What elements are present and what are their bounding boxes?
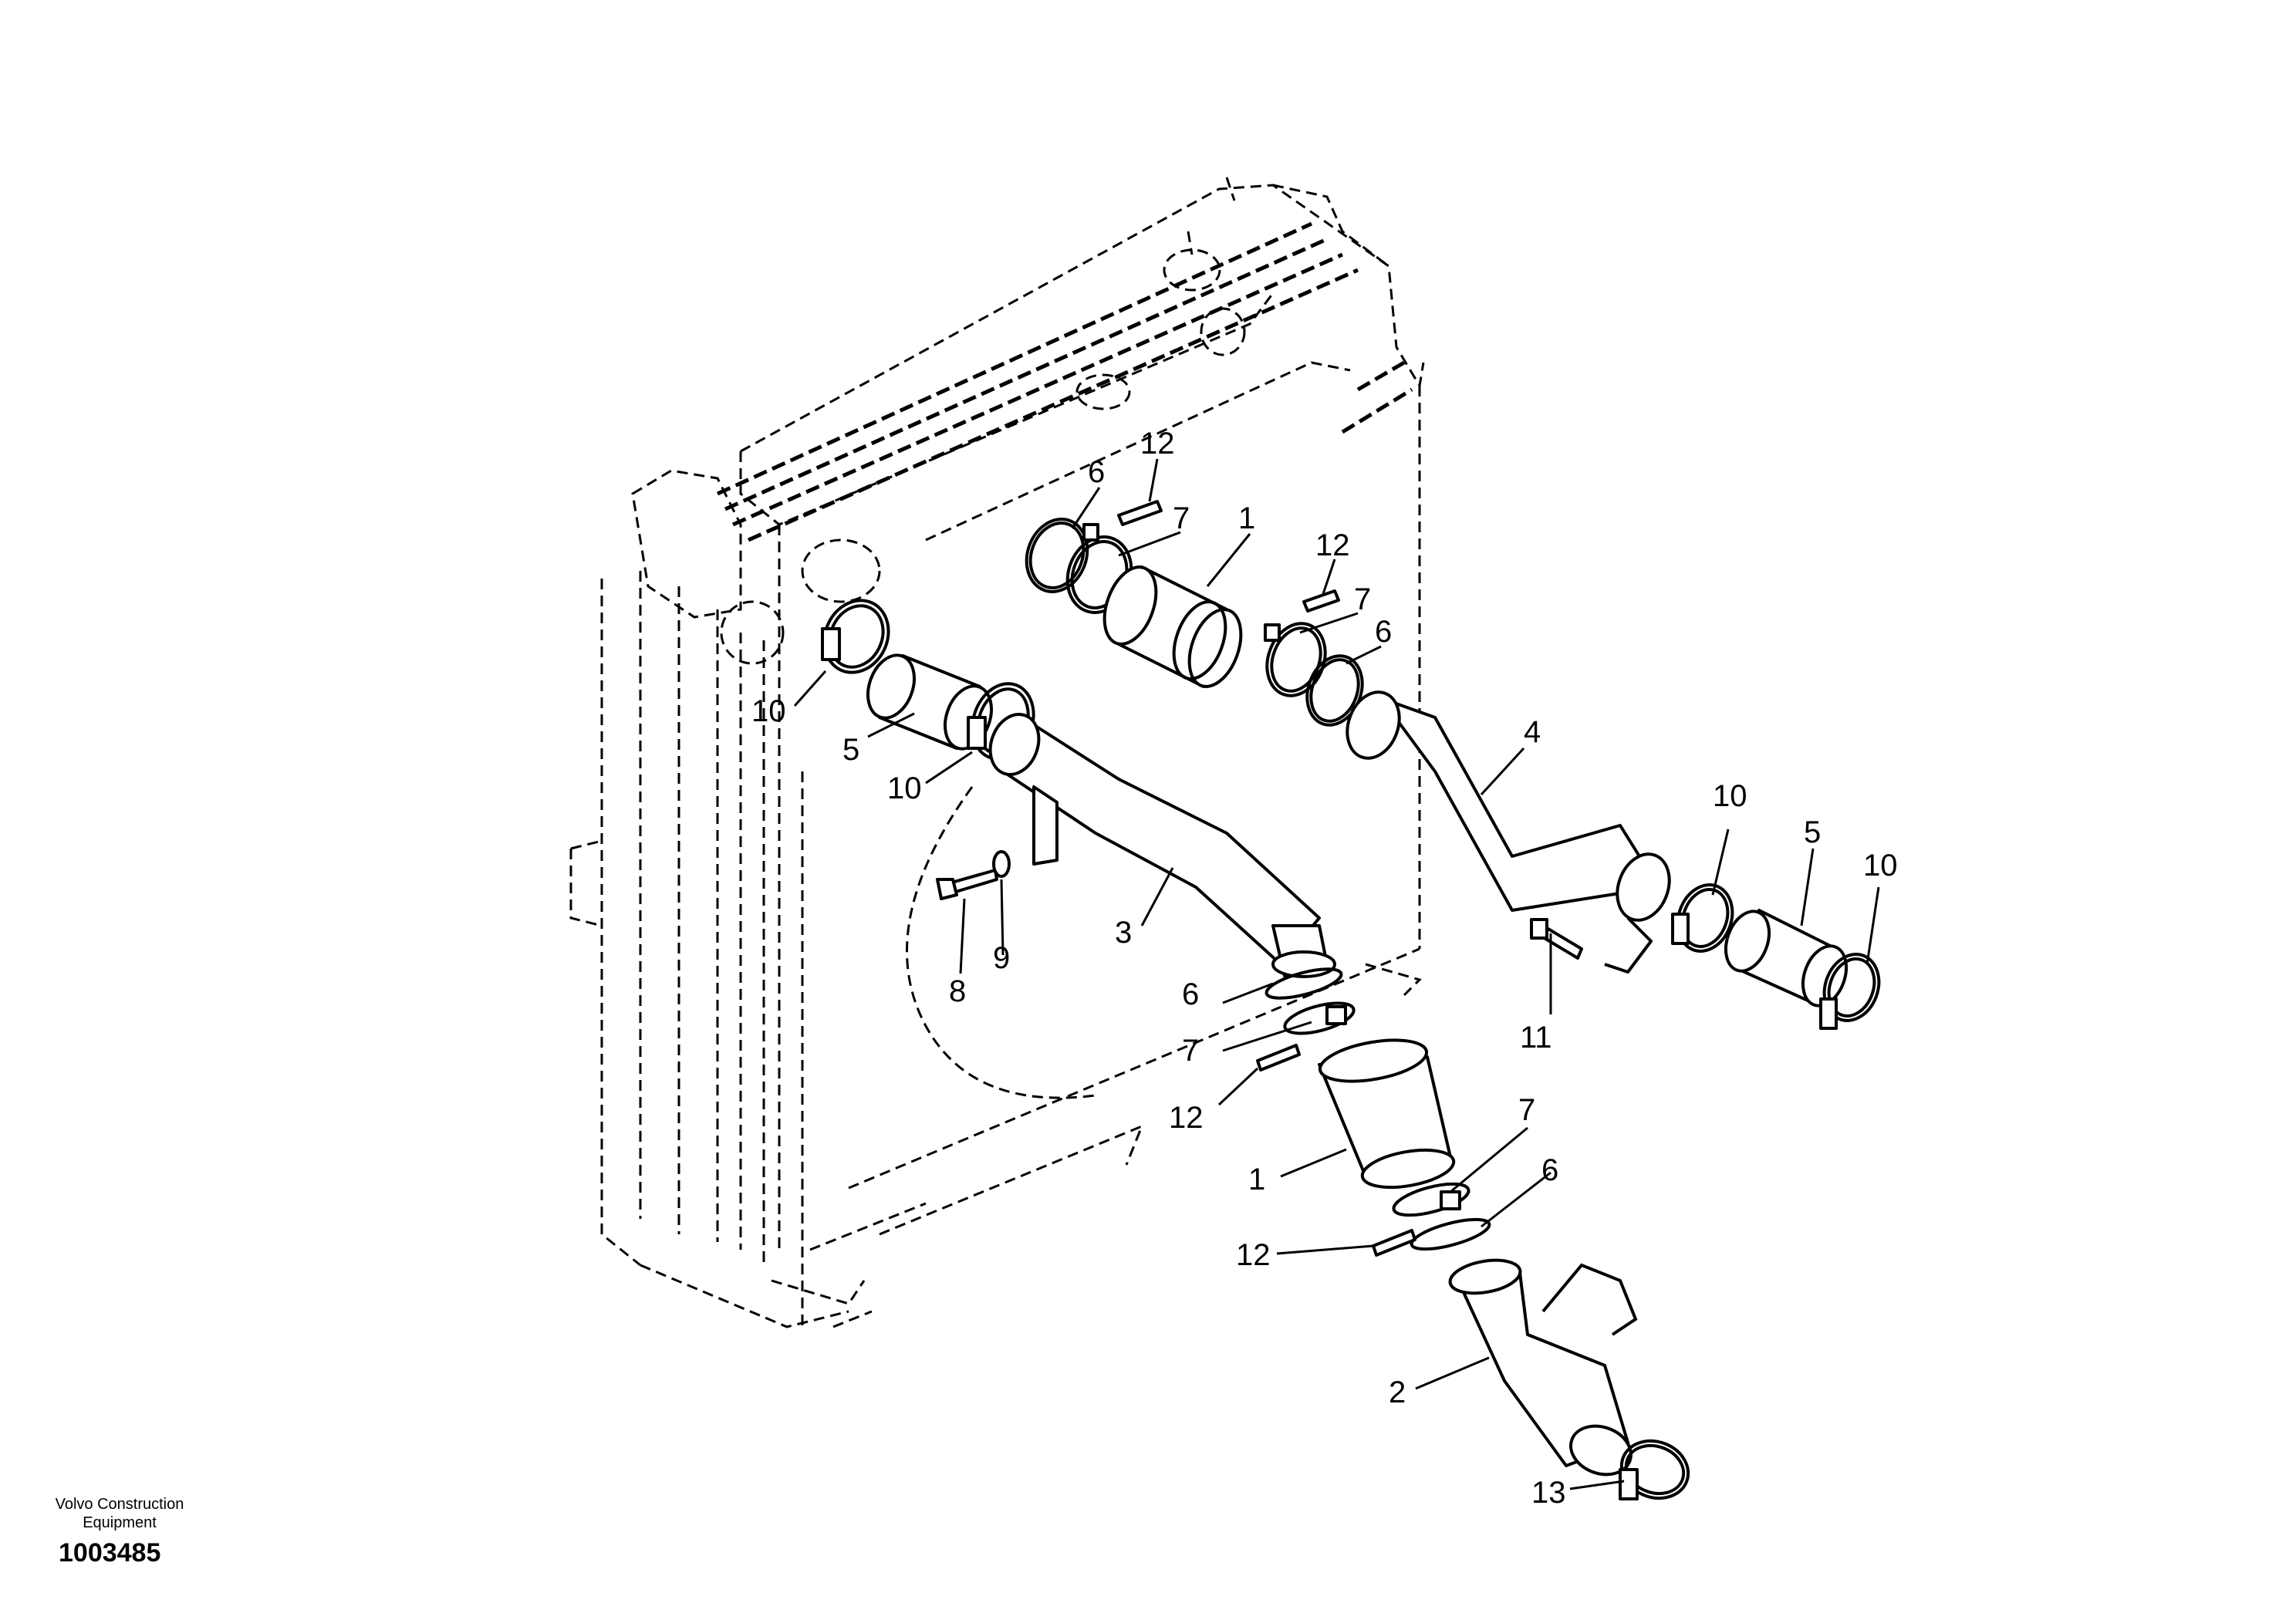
bolt-8 xyxy=(936,869,998,900)
callout-7-upper: 7 xyxy=(1173,501,1190,535)
callout-13: 13 xyxy=(1531,1476,1566,1510)
callout-5-left: 5 xyxy=(842,733,859,767)
pipe-3 xyxy=(988,713,1336,978)
pipe-2 xyxy=(1448,1258,1638,1477)
callout-7-mid: 7 xyxy=(1182,1034,1199,1068)
callout-1-mid: 1 xyxy=(1248,1163,1265,1196)
callout-6-upper: 6 xyxy=(1088,455,1105,489)
callout-9: 9 xyxy=(993,941,1010,975)
bolt-right-12 xyxy=(1302,589,1340,613)
callout-1-upper: 1 xyxy=(1238,501,1255,535)
callout-8: 8 xyxy=(949,974,966,1008)
callout-11: 11 xyxy=(1520,1021,1552,1055)
clamp-right-10-a xyxy=(1671,883,1734,953)
clamp-mid-7 xyxy=(1283,1001,1356,1035)
callout-12-lower: 12 xyxy=(1236,1238,1271,1272)
callout-6-lower: 6 xyxy=(1541,1153,1558,1187)
bolt-11 xyxy=(1530,918,1583,960)
document-number: 1003485 xyxy=(59,1538,161,1568)
hose-upper-1 xyxy=(1102,565,1243,688)
manufacturer-line-1: Volvo Construction xyxy=(55,1496,184,1513)
hose-clamp-upper-left xyxy=(821,599,890,674)
bolt-lower-12 xyxy=(1372,1229,1416,1257)
radiator-ghost-outline xyxy=(569,177,1425,1328)
callout-labels: 12 6 7 1 12 7 6 10 5 10 4 10 5 10 3 8 9 … xyxy=(751,427,1898,1510)
manufacturer-line-2: Equipment xyxy=(83,1514,157,1531)
hose-mid-1 xyxy=(1318,1038,1456,1190)
leader-lines xyxy=(793,458,1880,1490)
callout-2: 2 xyxy=(1389,1375,1406,1409)
clamp-right-10-b xyxy=(1819,953,1881,1030)
callout-3: 3 xyxy=(1115,916,1132,950)
o-ring-lower-6 xyxy=(1410,1217,1491,1251)
callout-10-left-a: 10 xyxy=(751,694,786,728)
callout-6-right: 6 xyxy=(1375,615,1392,649)
pipe-4 xyxy=(1346,690,1671,974)
washer-9 xyxy=(992,850,1011,878)
callout-10-left-b: 10 xyxy=(887,771,922,805)
callout-12-upper: 12 xyxy=(1140,427,1175,461)
callout-12-mid: 12 xyxy=(1169,1101,1204,1135)
callout-4: 4 xyxy=(1524,715,1541,749)
o-ring-mid-6 xyxy=(1264,967,1343,1000)
callout-12-right: 12 xyxy=(1315,528,1350,562)
hose-upper-left-5 xyxy=(866,653,993,751)
o-ring-upper-6 xyxy=(1025,518,1089,593)
callout-5-right: 5 xyxy=(1804,815,1821,849)
manufacturer-credit: Volvo Construction Equipment xyxy=(31,1495,208,1532)
bolt-upper-12 xyxy=(1117,500,1163,526)
callout-7-lower: 7 xyxy=(1518,1093,1535,1127)
callout-10-right-b: 10 xyxy=(1863,849,1898,883)
clamp-right-7 xyxy=(1264,622,1327,697)
hose-right-5 xyxy=(1724,909,1849,1007)
callout-6-mid: 6 xyxy=(1182,977,1199,1011)
callout-10-right-a: 10 xyxy=(1713,779,1747,813)
clamp-13 xyxy=(1619,1439,1690,1500)
callout-7-right: 7 xyxy=(1354,582,1371,616)
bolt-mid-12 xyxy=(1256,1044,1301,1072)
